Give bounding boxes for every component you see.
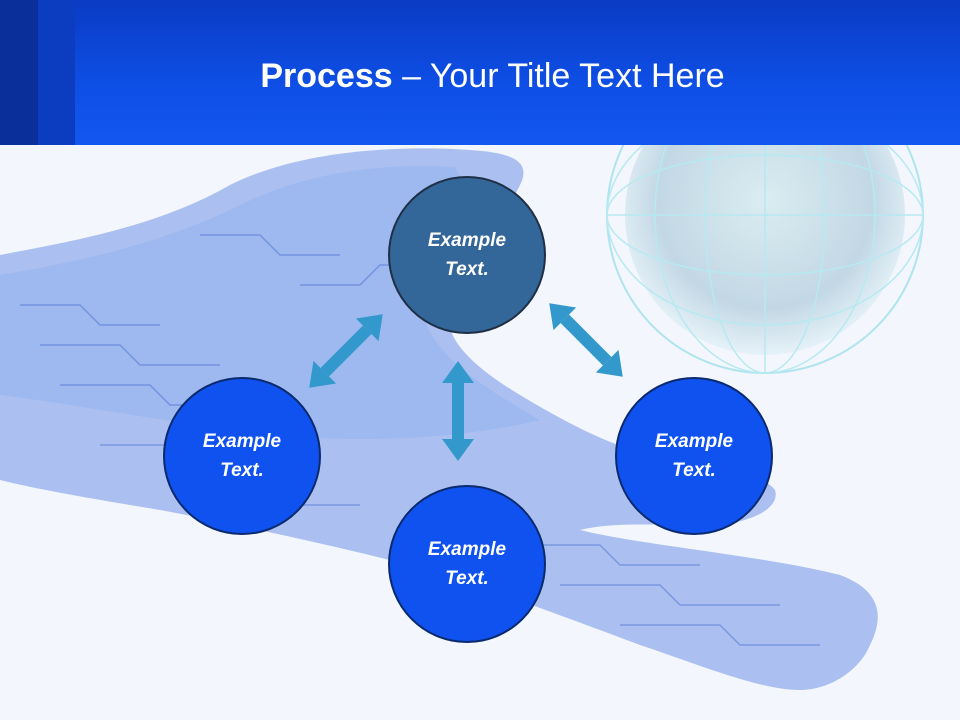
slide-title: Process – Your Title Text Here xyxy=(0,54,960,98)
title-rest-part: – Your Title Text Here xyxy=(392,57,725,95)
title-bold-part: Process xyxy=(260,57,393,95)
banner-stripe-dark xyxy=(0,0,38,145)
banner-stripe-mid xyxy=(38,0,75,145)
hand-shape xyxy=(0,148,878,691)
wireframe-globe xyxy=(606,145,924,374)
circuit-hand-background xyxy=(0,145,924,691)
title-banner: Process – Your Title Text Here xyxy=(0,0,960,145)
